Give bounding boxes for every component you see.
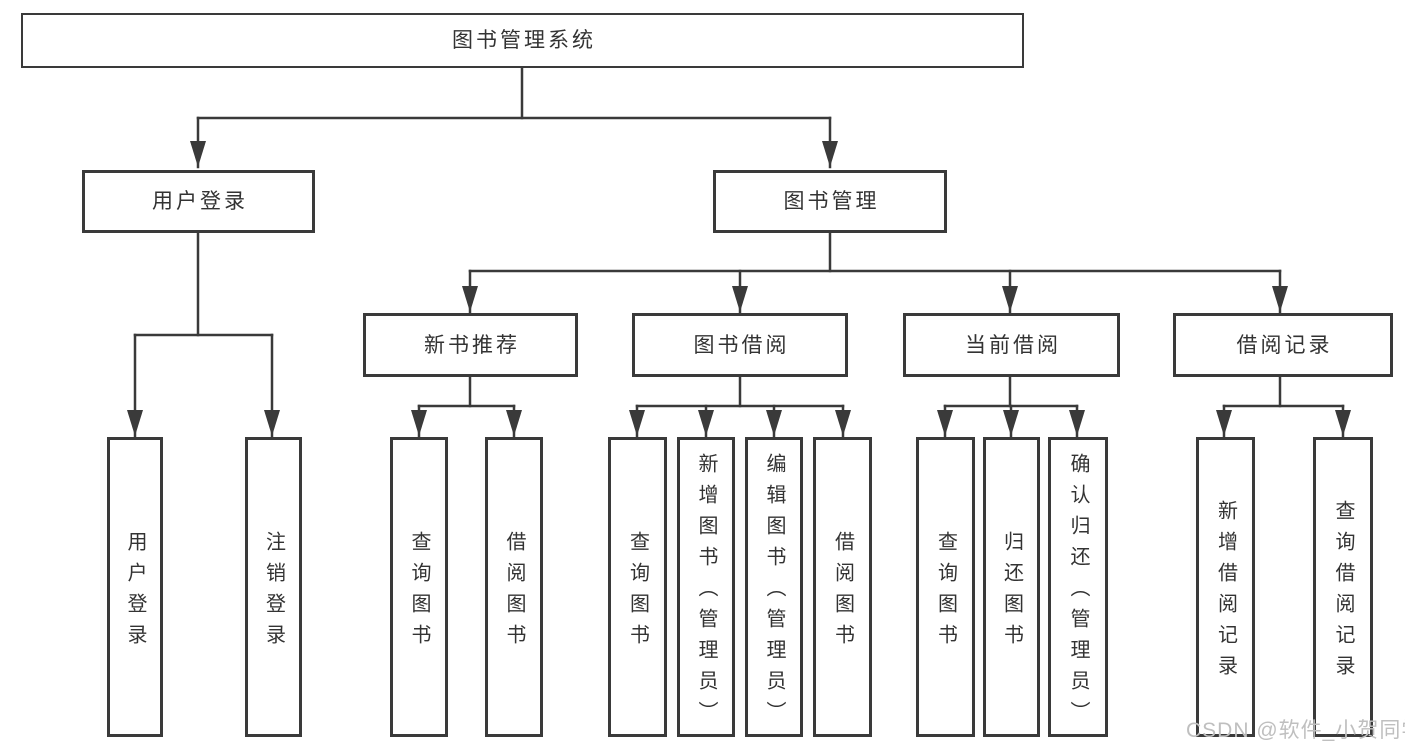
node-leaf-nbr-borrow-label: 借阅图书 [503, 530, 525, 655]
node-leaf-br-query: 查询借阅记录 [1313, 437, 1373, 737]
node-new-book-rec: 新书推荐 [363, 313, 578, 377]
node-root: 图书管理系统 [21, 13, 1024, 68]
node-leaf-bb-borrow-label: 借阅图书 [831, 530, 854, 655]
node-leaf-cb-confirm: 确认归还（管理员） [1048, 437, 1108, 737]
node-borrow-records: 借阅记录 [1173, 313, 1393, 377]
node-leaf-logout-label: 注销登录 [262, 530, 285, 655]
node-leaf-cb-confirm-label: 确认归还（管理员） [1067, 453, 1089, 732]
node-book-borrow-label: 图书借阅 [693, 333, 790, 357]
node-leaf-br-add-label: 新增借阅记录 [1214, 499, 1237, 686]
node-leaf-bb-borrow: 借阅图书 [813, 437, 872, 737]
node-leaf-cb-return: 归还图书 [983, 437, 1040, 737]
node-leaf-user-login: 用户登录 [107, 437, 163, 737]
node-book-borrow: 图书借阅 [632, 313, 848, 377]
node-new-book-rec-label: 新书推荐 [424, 333, 520, 357]
node-leaf-cb-query: 查询图书 [916, 437, 975, 737]
node-user-login: 用户登录 [82, 170, 315, 233]
node-leaf-bb-query-label: 查询图书 [626, 530, 649, 655]
node-book-mgmt-label: 图书管理 [783, 190, 880, 213]
node-root-label: 图书管理系统 [452, 29, 596, 52]
node-leaf-bb-add-label: 新增图书（管理员） [695, 453, 717, 732]
node-book-mgmt: 图书管理 [713, 170, 947, 233]
node-leaf-bb-edit-label: 编辑图书（管理员） [763, 453, 785, 732]
node-user-login-label: 用户登录 [152, 190, 248, 213]
node-leaf-bb-edit: 编辑图书（管理员） [745, 437, 803, 737]
node-leaf-br-query-label: 查询借阅记录 [1332, 499, 1354, 686]
node-leaf-br-add: 新增借阅记录 [1196, 437, 1255, 737]
node-leaf-nbr-query: 查询图书 [390, 437, 448, 737]
node-current-borrow-label: 当前借阅 [965, 333, 1061, 357]
node-current-borrow: 当前借阅 [903, 313, 1120, 377]
node-leaf-nbr-borrow: 借阅图书 [485, 437, 543, 737]
node-leaf-logout: 注销登录 [245, 437, 302, 737]
node-leaf-bb-query: 查询图书 [608, 437, 667, 737]
csdn-watermark: CSDN @软件_小贺同学 [1186, 719, 1405, 742]
node-borrow-records-label: 借阅记录 [1236, 333, 1333, 357]
node-leaf-bb-add: 新增图书（管理员） [677, 437, 735, 737]
node-leaf-cb-return-label: 归还图书 [1000, 530, 1023, 655]
node-leaf-nbr-query-label: 查询图书 [408, 530, 430, 655]
node-leaf-cb-query-label: 查询图书 [934, 530, 957, 655]
node-leaf-user-login-label: 用户登录 [124, 530, 146, 655]
